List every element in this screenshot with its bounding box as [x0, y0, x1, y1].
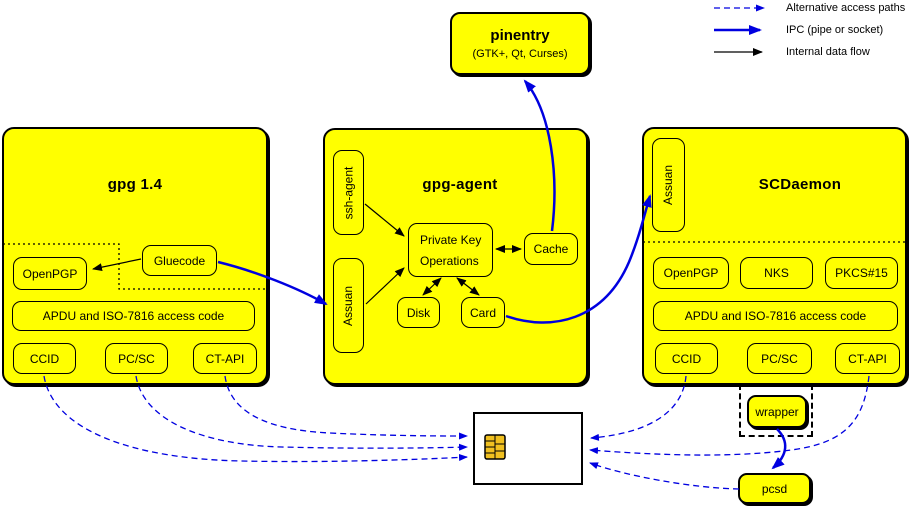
pinentry-subtitle: (GTK+, Qt, Curses) [472, 48, 568, 60]
legend-alt-label: Alternative access paths [786, 2, 906, 14]
gpg-agent-assuan-label: Assuan [341, 285, 356, 326]
scdaemon-pcsc-node: PC/SC [747, 343, 812, 374]
gpg14-ctapi-node: CT-API [193, 343, 257, 374]
nks-node: NKS [740, 257, 813, 289]
legend-ipc-label: IPC (pipe or socket) [786, 24, 884, 36]
smartcard-chip-icon [484, 434, 506, 460]
alt-scdaemon-ctapi-card [589, 375, 870, 456]
scdaemon-openpgp-node: OpenPGP [653, 257, 729, 289]
legend-internal-label: Internal data flow [786, 46, 870, 58]
gpg14-apdu-node: APDU and ISO-7816 access code [12, 301, 255, 331]
card-node: Card [461, 297, 505, 328]
pko-line2: Operations [420, 253, 479, 268]
gpg14-ccid-node: CCID [13, 343, 76, 374]
pinentry-box: pinentry (GTK+, Qt, Curses) [450, 12, 590, 75]
private-key-operations-node: Private Key Operations [408, 223, 493, 277]
scdaemon-title: SCDaemon [758, 176, 842, 193]
cache-node: Cache [524, 233, 578, 265]
alt-gpg14-ccid-card [43, 375, 468, 463]
pko-line1: Private Key [420, 232, 482, 247]
scdaemon-apdu-node: APDU and ISO-7816 access code [653, 301, 898, 331]
scdaemon-assuan-label: Assuan [661, 164, 676, 206]
ssh-agent-label: ssh-agent [341, 166, 356, 219]
alt-pcsd-card [589, 462, 740, 490]
gpg-agent-title: gpg-agent [422, 176, 498, 193]
scdaemon-ctapi-node: CT-API [835, 343, 900, 374]
disk-node: Disk [397, 297, 440, 328]
alt-gpg14-pcsc-card [135, 375, 468, 451]
gpg14-pcsc-node: PC/SC [105, 343, 168, 374]
pkcs15-node: PKCS#15 [825, 257, 898, 289]
gpg14-openpgp-node: OpenPGP [13, 257, 87, 290]
alt-gpg14-ctapi-card [224, 375, 468, 440]
pcsd-node: pcsd [738, 473, 811, 504]
alt-scdaemon-ccid-card [590, 375, 687, 441]
scdaemon-assuan-node: Assuan [652, 138, 685, 232]
ssh-agent-node: ssh-agent [333, 150, 364, 235]
scdaemon-ccid-node: CCID [655, 343, 718, 374]
gpg14-title: gpg 1.4 [107, 176, 163, 193]
gpg-agent-assuan-node: Assuan [333, 258, 364, 353]
pinentry-title: pinentry [490, 27, 550, 44]
wrapper-node: wrapper [747, 395, 807, 428]
gluecode-node: Gluecode [142, 245, 217, 276]
